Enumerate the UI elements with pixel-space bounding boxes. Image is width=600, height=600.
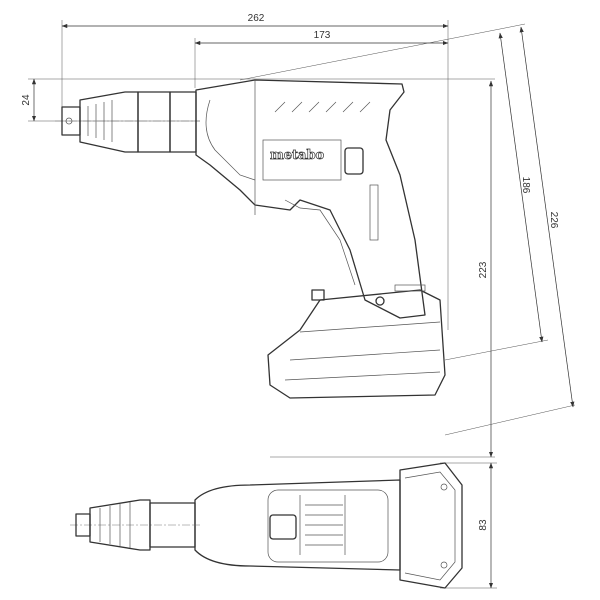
side-view: metabo xyxy=(55,79,446,399)
dimension-label-262: 262 xyxy=(248,13,265,24)
dimension-83: 83 xyxy=(440,462,497,589)
dimension-label-173: 173 xyxy=(314,30,331,41)
dimension-262: 262 xyxy=(61,13,449,330)
battery-pack xyxy=(267,289,446,399)
dimension-223: 223 xyxy=(270,80,495,458)
grip-label xyxy=(369,184,379,241)
battery-release xyxy=(311,289,325,301)
collar xyxy=(137,91,171,153)
dimension-label-186: 186 xyxy=(520,177,531,194)
top-view xyxy=(70,462,463,589)
dimension-186: 186 xyxy=(239,27,549,361)
dimension-label-24: 24 xyxy=(21,94,32,106)
depth-stop-nose xyxy=(79,91,139,153)
top-battery xyxy=(399,462,463,589)
dimension-label-226: 226 xyxy=(548,212,559,229)
dimension-24: 24 xyxy=(21,78,495,122)
top-nose xyxy=(89,499,151,551)
metabo-logo: metabo xyxy=(270,148,325,163)
dimension-173: 173 xyxy=(194,30,449,88)
dimension-226: 226 xyxy=(444,23,576,436)
top-body xyxy=(194,479,401,571)
tool-body xyxy=(195,79,426,319)
mode-switch xyxy=(344,147,364,175)
dimension-label-83: 83 xyxy=(478,519,489,531)
dimension-label-223: 223 xyxy=(478,261,489,278)
